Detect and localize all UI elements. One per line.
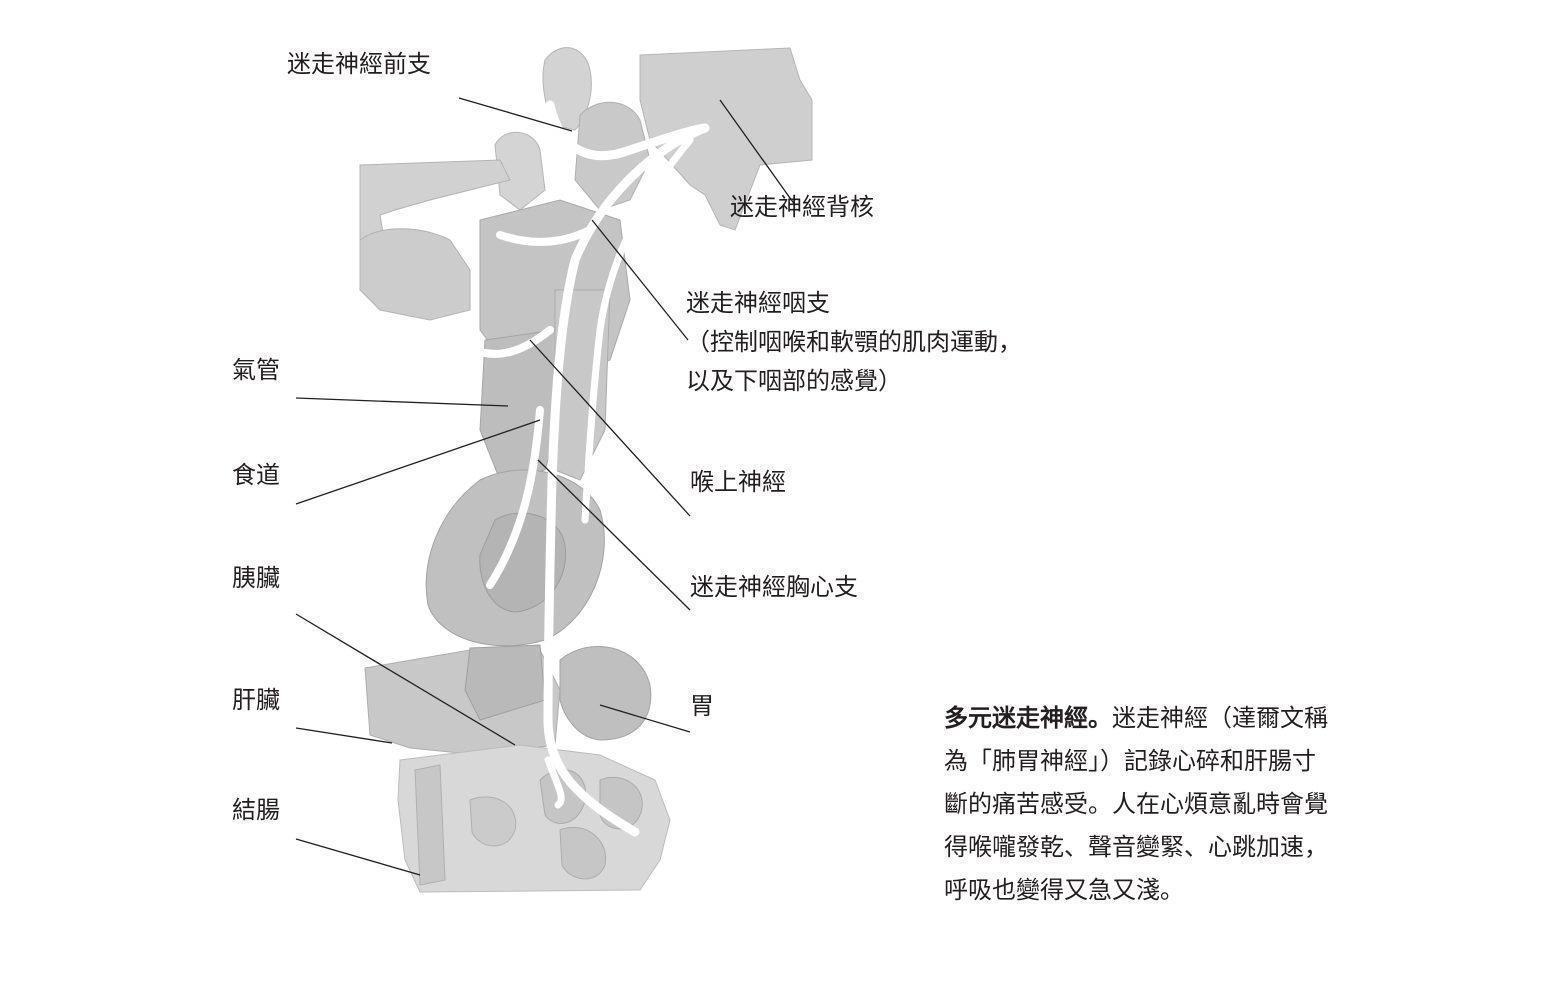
leader-lines <box>295 97 796 876</box>
label-liver: 肝臟 <box>232 686 280 714</box>
leader-vagus-dorsal-nucleus <box>719 99 796 206</box>
caption-line-3: 斷的痛苦感受。人在心煩意亂時會覺 <box>944 790 1328 818</box>
leader-vagus-pharyngeal-branch <box>591 219 689 341</box>
heart-region <box>425 469 605 647</box>
label-vagus-dorsal-nucleus: 迷走神經背核 <box>730 193 874 221</box>
figure-caption: 多元迷走神經。迷走神經（達爾文稱 為「肺胃神經」）記錄心碎和肝腸寸 斷的痛苦感受… <box>944 697 1384 912</box>
caption-line-4: 得喉嚨發乾、聲音變緊、心跳加速， <box>944 833 1328 861</box>
caption-line-5: 呼吸也變得又急又淺。 <box>944 876 1184 904</box>
stomach-region <box>559 645 652 741</box>
caption-line-1-text: 迷走神經（達爾文稱 <box>1112 704 1328 732</box>
label-vagus-pharyngeal-branch-line-2: （控制咽喉和軟顎的肌肉運動， <box>686 328 1022 356</box>
label-stomach: 胃 <box>690 692 714 720</box>
label-esophagus: 食道 <box>232 461 280 489</box>
caption-title: 多元迷走神經。 <box>944 704 1112 732</box>
vagus-nerve-paths <box>471 100 710 837</box>
intestine-region <box>397 744 671 893</box>
jaw-region <box>359 159 511 321</box>
leader-stomach <box>599 704 691 733</box>
label-vagus-pharyngeal-branch: 迷走神經咽支 （控制咽喉和軟顎的肌肉運動， 以及下咽部的感覺） <box>686 284 1022 401</box>
leader-esophagus <box>295 419 541 505</box>
leader-trachea <box>295 397 509 407</box>
label-thoracic-cardiac-branch: 迷走神經胸心支 <box>690 573 858 601</box>
leader-colon <box>295 838 421 876</box>
leader-liver <box>295 727 393 744</box>
label-vagus-pharyngeal-branch-line-1: 迷走神經咽支 <box>686 289 830 317</box>
label-pancreas: 胰臟 <box>232 564 280 592</box>
label-vagus-anterior-branch: 迷走神經前支 <box>287 50 431 78</box>
leader-vagus-anterior-branch <box>458 97 573 132</box>
label-superior-laryngeal-nerve: 喉上神經 <box>690 468 786 496</box>
caption-line-2: 為「肺胃神經」）記錄心碎和肝腸寸 <box>944 747 1316 775</box>
liver-region <box>364 644 561 756</box>
caption-line-1: 多元迷走神經。迷走神經（達爾文稱 <box>944 697 1384 740</box>
leader-thoracic-cardiac-branch <box>537 459 691 611</box>
leader-pancreas <box>295 613 516 746</box>
label-trachea: 氣管 <box>232 356 280 384</box>
label-vagus-pharyngeal-branch-line-3: 以及下咽部的感覺） <box>686 367 902 395</box>
label-colon: 結腸 <box>232 796 280 824</box>
leader-superior-laryngeal-nerve <box>529 339 691 517</box>
neck-region <box>479 199 631 481</box>
